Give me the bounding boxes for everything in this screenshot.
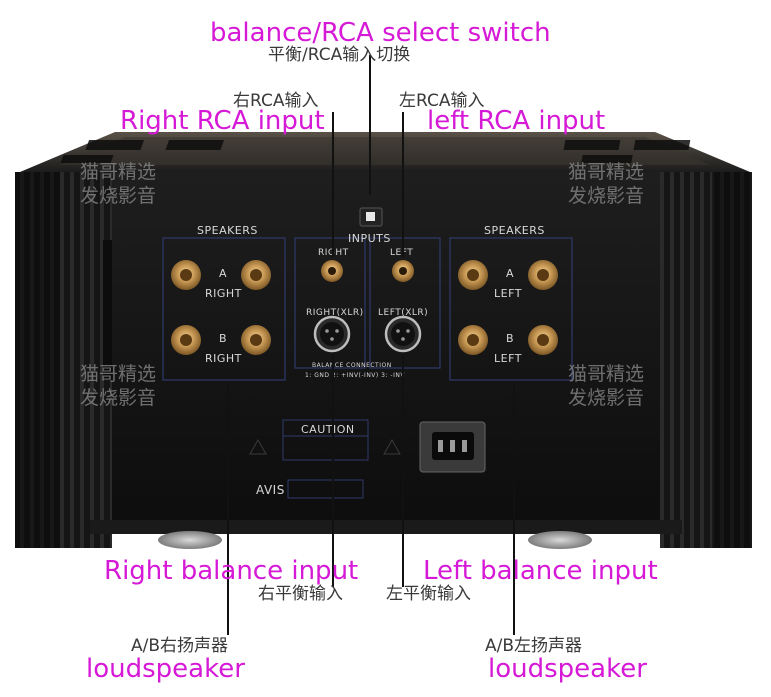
annotation-left-rca-cn: 左RCA输入 — [399, 91, 485, 111]
xlr-right-label: RIGHT(XLR) — [306, 308, 364, 318]
annotation-loudspeaker-left: loudspeaker — [86, 654, 245, 684]
annotation-right-balance-en: Right balance input — [104, 556, 359, 586]
watermark-mid-right: 猫哥精选 发烧影音 — [568, 362, 658, 410]
watermark-top-left: 猫哥精选 发烧影音 — [80, 160, 170, 208]
annotation-ab-right-cn: A/B右扬声器 — [131, 636, 229, 656]
annotation-loudspeaker-right: loudspeaker — [488, 654, 647, 684]
speaker-b-left-label: B — [219, 332, 228, 345]
watermark-line1: 猫哥精选 — [568, 161, 645, 183]
rca-left-label: LEFT — [390, 249, 413, 258]
leader-ab-left — [513, 385, 515, 635]
caution-label: CAUTION — [301, 423, 355, 436]
watermark-line2: 发烧影音 — [80, 387, 157, 409]
annotation-switch-en: balance/RCA select switch — [210, 18, 551, 48]
watermark-line1: 猫哥精选 — [80, 363, 157, 385]
watermark-line1: 猫哥精选 — [568, 363, 645, 385]
watermark-line1: 猫哥精选 — [80, 161, 157, 183]
speaker-right-a-label: RIGHT — [205, 287, 242, 300]
annotation-right-rca-en: Right RCA input — [120, 106, 325, 136]
annotation-left-rca-en: left RCA input — [427, 106, 606, 136]
speaker-b-right-label: B — [506, 332, 515, 345]
annotation-left-balance-en: Left balance input — [423, 556, 658, 586]
brand-label: AVIS — [256, 483, 285, 497]
pin-assignment-label: 1: GND 2: +INV(-INV) 3: -INV — [305, 372, 405, 379]
leader-left-rca — [402, 112, 404, 257]
leader-left-balance — [402, 355, 404, 587]
annotation-right-rca-cn: 右RCA输入 — [233, 91, 319, 111]
watermark-line2: 发烧影音 — [568, 185, 645, 207]
watermark-line2: 发烧影音 — [568, 387, 645, 409]
leader-ab-right — [227, 385, 229, 635]
speakers-label-right: SPEAKERS — [484, 224, 545, 237]
leader-right-balance — [332, 355, 334, 587]
annotation-right-balance-cn: 右平衡输入 — [258, 584, 343, 604]
balance-connection-label: BALANCE CONNECTION — [312, 362, 392, 369]
xlr-left-label: LEFT(XLR) — [378, 308, 429, 318]
speaker-left-a-label: LEFT — [494, 287, 522, 300]
annotation-left-balance-cn: 左平衡输入 — [386, 584, 471, 604]
speaker-a-left-label: A — [219, 267, 228, 280]
speaker-left-b-label: LEFT — [494, 352, 522, 365]
annotation-switch-cn: 平衡/RCA输入切换 — [268, 45, 411, 65]
speaker-a-right-label: A — [506, 267, 515, 280]
inputs-label: INPUTS — [348, 232, 391, 245]
speaker-right-b-label: RIGHT — [205, 352, 242, 365]
leader-switch — [369, 55, 371, 195]
watermark-mid-left: 猫哥精选 发烧影音 — [80, 362, 170, 410]
speakers-label-left: SPEAKERS — [197, 224, 258, 237]
annotation-ab-left-cn: A/B左扬声器 — [485, 636, 583, 656]
leader-right-rca — [332, 112, 334, 257]
watermark-top-right: 猫哥精选 发烧影音 — [568, 160, 658, 208]
watermark-line2: 发烧影音 — [80, 185, 157, 207]
